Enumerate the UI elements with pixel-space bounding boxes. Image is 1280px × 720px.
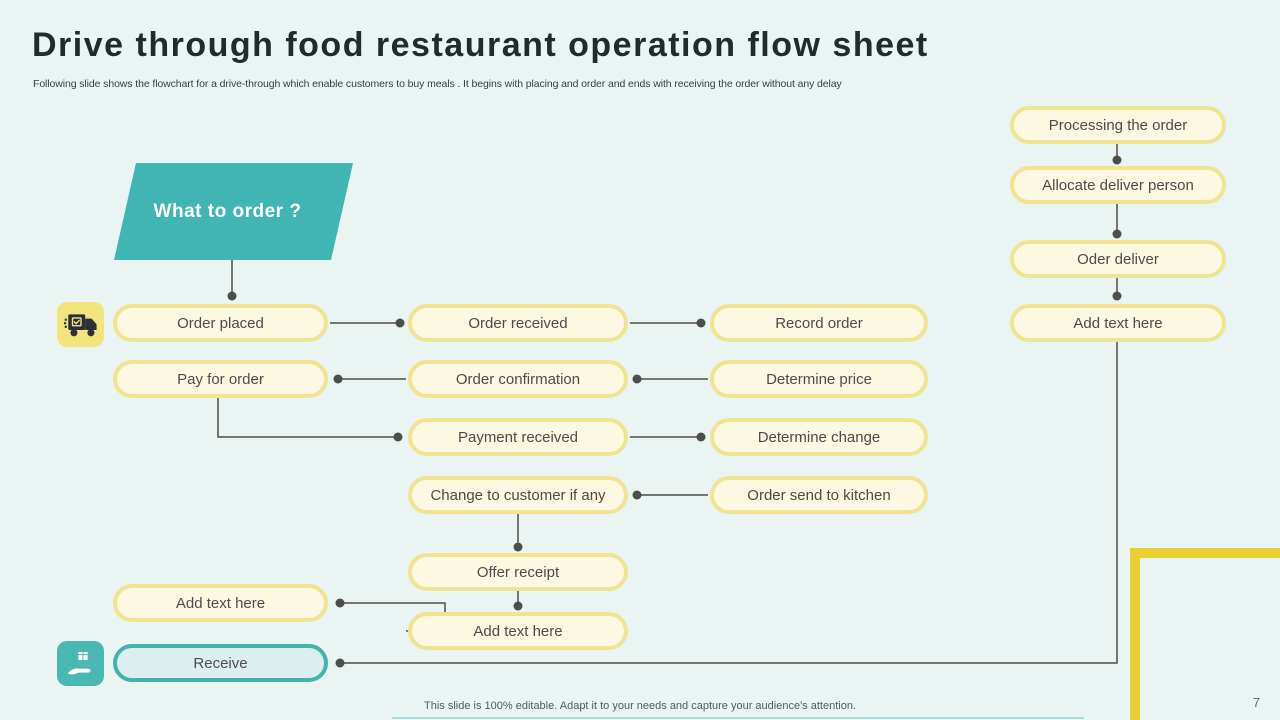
node-order-received[interactable]: Order received (408, 304, 628, 342)
connector-endpoint-dot (395, 318, 405, 328)
node-label: Receive (193, 654, 248, 672)
connector-endpoint-dot (513, 601, 523, 611)
decorative-yellow-frame (1130, 548, 1280, 720)
connector-endpoint-dot (393, 432, 403, 442)
hand-receive-icon (57, 641, 104, 686)
connector-endpoint-dot (333, 374, 343, 384)
node-label: Record order (775, 314, 863, 332)
node-label: Add text here (473, 622, 563, 640)
page-subtitle: Following slide shows the flowchart for … (33, 78, 842, 90)
node-change-to-customer[interactable]: Change to customer if any (408, 476, 628, 514)
node-add-text-right[interactable]: Add text here (1010, 304, 1226, 342)
node-processing-the-order[interactable]: Processing the order (1010, 106, 1226, 144)
footer-note: This slide is 100% editable. Adapt it to… (424, 700, 856, 712)
node-add-text-left[interactable]: Add text here (113, 584, 328, 622)
node-label: Add text here (1073, 314, 1163, 332)
connector-endpoint-dot (696, 318, 706, 328)
node-determine-price[interactable]: Determine price (710, 360, 928, 398)
node-order-send-to-kitchen[interactable]: Order send to kitchen (710, 476, 928, 514)
node-record-order[interactable]: Record order (710, 304, 928, 342)
node-label: Order placed (177, 314, 264, 332)
node-label: Allocate deliver person (1042, 176, 1194, 194)
node-label: Pay for order (177, 370, 264, 388)
page-number: 7 (1252, 695, 1260, 710)
delivery-truck-icon (57, 302, 104, 347)
node-offer-receipt[interactable]: Offer receipt (408, 553, 628, 591)
node-label: Processing the order (1048, 116, 1188, 134)
node-add-text-middle[interactable]: Add text here (408, 612, 628, 650)
decision-label: What to order ? (153, 200, 302, 222)
connector-endpoint-dot (632, 490, 642, 500)
node-label: Order received (468, 314, 568, 332)
connector-endpoint-dot (335, 658, 345, 668)
node-label: Order send to kitchen (747, 486, 891, 504)
connector-pay-for-order-to-payment-received (217, 398, 398, 438)
node-label: Offer receipt (476, 563, 560, 581)
node-determine-change[interactable]: Determine change (710, 418, 928, 456)
connector-endpoint-dot (513, 542, 523, 552)
connector-endpoint-dot (1112, 291, 1122, 301)
node-label: Change to customer if any (430, 486, 606, 504)
connector-endpoint-dot (1112, 229, 1122, 239)
node-label: Determine change (757, 428, 881, 446)
connector-endpoint-dot (696, 432, 706, 442)
footer-divider (392, 717, 1084, 719)
node-oder-deliver[interactable]: Oder deliver (1010, 240, 1226, 278)
node-label: Payment received (457, 428, 579, 446)
node-label: Order confirmation (455, 370, 581, 388)
hand-glyph (67, 651, 90, 675)
node-order-placed[interactable]: Order placed (113, 304, 328, 342)
node-label: Determine price (766, 370, 872, 388)
decision-shape-what-to-order[interactable]: What to order ? (114, 163, 353, 260)
node-label: Add text here (175, 594, 266, 612)
node-receive[interactable]: Receive (113, 644, 328, 682)
node-order-confirmation[interactable]: Order confirmation (408, 360, 628, 398)
connector-endpoint-dot (335, 598, 345, 608)
connector-endpoint-dot (227, 291, 237, 301)
node-payment-received[interactable]: Payment received (408, 418, 628, 456)
node-label: Oder deliver (1077, 250, 1159, 268)
page-title: Drive through food restaurant operation … (32, 26, 929, 64)
truck-glyph (63, 313, 97, 336)
node-allocate-deliver-person[interactable]: Allocate deliver person (1010, 166, 1226, 204)
connector-endpoint-dot (1112, 155, 1122, 165)
connector-endpoint-dot (632, 374, 642, 384)
node-pay-for-order[interactable]: Pay for order (113, 360, 328, 398)
